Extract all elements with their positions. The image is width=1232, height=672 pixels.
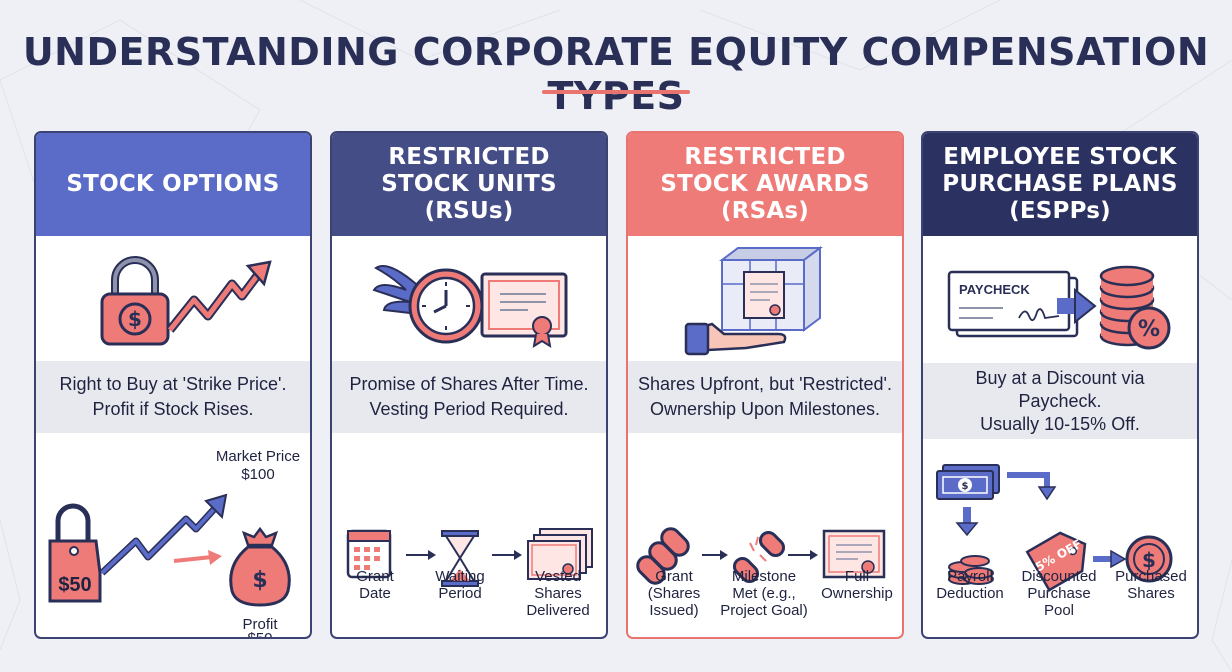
- description-line: Buy at a Discount via: [975, 367, 1145, 388]
- coin-stack-icon: [1099, 265, 1155, 347]
- rsu-flow-diagram: [346, 528, 593, 587]
- tag-value: $50: [58, 574, 91, 596]
- profit-label: Profit: [242, 616, 278, 633]
- flow-step-label: Grant (Shares Issued): [634, 568, 714, 619]
- step-text: Discounted Purchase Pool: [1021, 568, 1097, 619]
- money-bag-icon: $: [229, 526, 291, 607]
- step-text: Full Ownership: [821, 568, 893, 602]
- paycheck-label: PAYCHECK: [959, 282, 1030, 297]
- card-description: Buy at a Discount via Paycheck. Usually …: [923, 363, 1197, 439]
- chain-icon: [636, 527, 690, 585]
- card-description: Promise of Shares After Time. Vesting Pe…: [332, 361, 606, 433]
- padlock-dollar-rising-arrow-icon: $: [100, 256, 272, 346]
- svg-text:$: $: [128, 307, 142, 331]
- description-line: Paycheck.: [1018, 390, 1102, 411]
- flow-step-label: Vested Shares Delivered: [514, 568, 602, 619]
- flow-step-label: Purchased Shares: [1107, 568, 1195, 602]
- market-price-value: $100: [241, 466, 274, 483]
- title-underline: [542, 90, 690, 94]
- step-text: Payroll Deduction: [936, 568, 1004, 602]
- price-tag-icon: [48, 539, 102, 603]
- description-line: Vesting Period Required.: [369, 399, 569, 419]
- card-description: Shares Upfront, but 'Restricted'. Owners…: [628, 361, 902, 433]
- card-rsus: RESTRICTED STOCK UNITS (RSUs) Promise of…: [330, 131, 608, 639]
- calendar-icon: [346, 529, 392, 579]
- svg-text:$: $: [1142, 548, 1156, 572]
- description-line: Shares Upfront, but 'Restricted'.: [638, 374, 892, 394]
- card-title: RESTRICTED STOCK UNITS (RSUs): [332, 133, 606, 236]
- flow-step-label: Grant Date: [340, 568, 410, 602]
- profit-value: $50: [247, 630, 272, 639]
- step-text: Vested Shares Delivered: [526, 568, 590, 619]
- card-title: STOCK OPTIONS: [36, 133, 310, 236]
- paycheck-coins-percent-icon: PAYCHECK %: [947, 265, 1171, 350]
- percent-badge: [1127, 306, 1171, 350]
- description-line: Promise of Shares After Time.: [349, 374, 589, 394]
- step-text: Grant (Shares Issued): [647, 568, 701, 619]
- step-text: Purchased Shares: [1115, 568, 1187, 602]
- svg-text:$: $: [962, 481, 969, 492]
- description-line: Right to Buy at 'Strike Price'.: [59, 374, 287, 394]
- hourglass-icon: [441, 530, 479, 587]
- description-line: Ownership Upon Milestones.: [649, 399, 881, 419]
- percent-symbol: %: [1138, 317, 1160, 342]
- rsa-flow-diagram: [636, 527, 886, 585]
- card-stock-options: STOCK OPTIONS $ Right to Buy at 'Strike …: [34, 131, 312, 639]
- flow-step-label: Payroll Deduction: [927, 568, 1013, 602]
- card-rsas: RESTRICTED STOCK AWARDS (RSAs) Shares Up…: [626, 131, 904, 639]
- flow-step-label: Waiting Period: [424, 568, 496, 602]
- description-line: Usually 10-15% Off.: [980, 413, 1140, 434]
- hand-glass-case-certificate-icon: [684, 246, 823, 356]
- stock-options-flow-diagram: $50 Market Price $100 $ Profit $50: [48, 448, 300, 639]
- espp-flow-diagram: $ 15% OFF $: [936, 464, 1173, 592]
- card-title: EMPLOYEE STOCK PURCHASE PLANS (ESPPs): [923, 133, 1197, 236]
- svg-text:$: $: [252, 568, 267, 593]
- discount-tag-icon: [1025, 531, 1087, 592]
- step-text: Waiting Period: [435, 568, 485, 602]
- step-text: Milestone Met (e.g., Project Goal): [720, 568, 808, 619]
- flow-step-label: Discounted Purchase Pool: [1011, 568, 1107, 619]
- page-title: UNDERSTANDING CORPORATE EQUITY COMPENSAT…: [22, 30, 1210, 118]
- market-price-label: Market Price: [216, 448, 300, 465]
- coin-pile-icon: [948, 555, 994, 585]
- card-espps: EMPLOYEE STOCK PURCHASE PLANS (ESPPs) PA…: [921, 131, 1199, 639]
- step-text: Grant Date: [356, 568, 394, 602]
- description-line: Profit if Stock Rises.: [92, 399, 254, 419]
- flow-step-label: Full Ownership: [814, 568, 900, 602]
- certificate-icon: [822, 529, 886, 579]
- card-description: Right to Buy at 'Strike Price'. Profit i…: [36, 361, 310, 433]
- cash-icon: $: [936, 464, 1000, 500]
- card-title: RESTRICTED STOCK AWARDS (RSAs): [628, 133, 902, 236]
- broken-chain-icon: [732, 530, 786, 584]
- flow-step-label: Milestone Met (e.g., Project Goal): [712, 568, 816, 619]
- certificate-stack-icon: [527, 528, 593, 580]
- winged-clock-certificate-icon: [372, 265, 568, 349]
